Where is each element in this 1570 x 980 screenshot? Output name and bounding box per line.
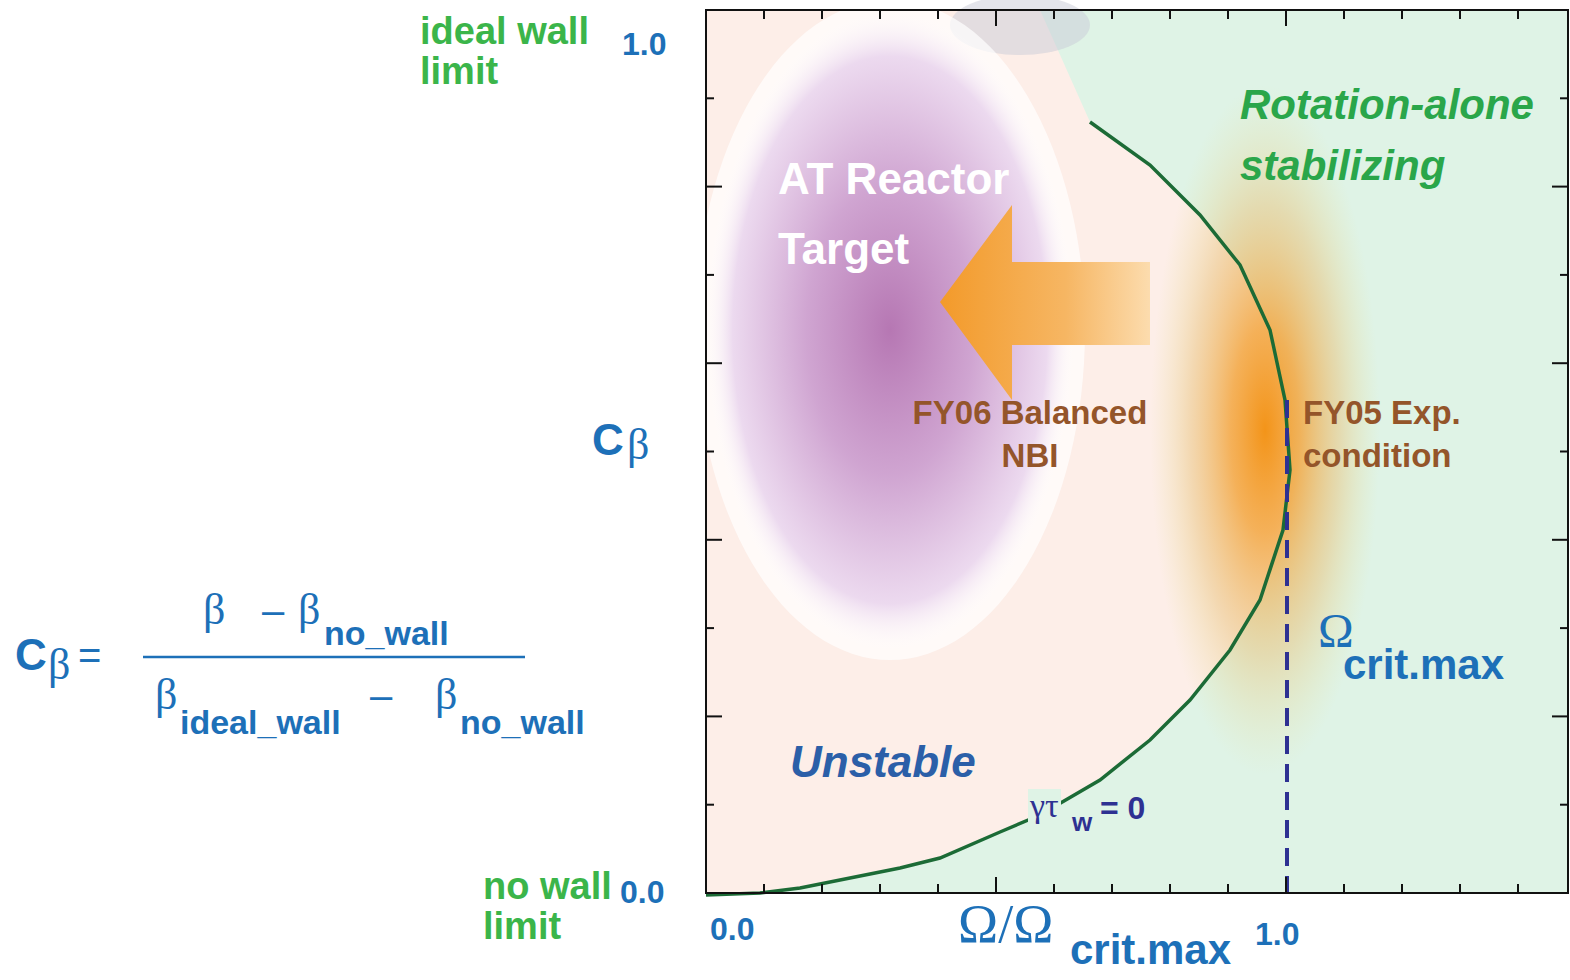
formula-symbol: β <box>435 673 457 717</box>
curve-label-subscript: w <box>1070 809 1094 835</box>
x-tick <box>1227 884 1229 893</box>
x-tick <box>1111 884 1113 893</box>
y-tick <box>706 539 722 541</box>
axis-title: Ω/Ω <box>958 897 1053 951</box>
y-tick <box>706 274 714 276</box>
axis-limit-note: ideal wall limit <box>420 12 610 92</box>
plot-frame <box>706 10 1568 893</box>
x-tick <box>1285 877 1287 893</box>
x-tick <box>937 10 939 19</box>
y-tick <box>1552 715 1568 717</box>
x-tick <box>1169 884 1171 893</box>
x-tick <box>1401 884 1403 893</box>
tick-label: 0.0 <box>620 876 664 908</box>
x-tick <box>1111 10 1113 19</box>
formula-symbol: β <box>155 673 177 717</box>
formula-operator: = <box>78 635 101 675</box>
axis-title-subscript: β <box>627 423 649 467</box>
formula-symbol: β <box>48 643 70 687</box>
x-tick <box>1517 884 1519 893</box>
x-tick <box>1343 10 1345 19</box>
x-tick <box>1401 10 1403 19</box>
y-tick <box>1560 804 1568 806</box>
y-tick <box>706 97 714 99</box>
formula-subscript: no_wall <box>324 616 449 650</box>
tick-label: 0.0 <box>710 913 754 945</box>
x-tick <box>1285 10 1287 26</box>
y-tick <box>706 186 722 188</box>
y-tick <box>706 451 714 453</box>
x-tick <box>821 10 823 19</box>
x-tick <box>1053 10 1055 19</box>
tick-label: 1.0 <box>622 28 666 60</box>
tick-label: 1.0 <box>1255 918 1299 950</box>
y-tick <box>1552 186 1568 188</box>
x-tick <box>879 10 881 19</box>
critical-rotation-subscript: crit.max <box>1343 644 1504 686</box>
formula-symbol: β <box>298 588 320 632</box>
y-tick <box>1560 274 1568 276</box>
fraction-bar <box>143 656 525 659</box>
x-tick <box>937 884 939 893</box>
x-tick <box>1053 884 1055 893</box>
formula-operator: – <box>370 675 392 715</box>
curve-label: = 0 <box>1098 792 1147 824</box>
formula-subscript: ideal_wall <box>180 705 341 739</box>
axis-limit-note: no wall limit <box>483 867 633 947</box>
x-tick <box>763 10 765 19</box>
x-tick <box>1169 10 1171 19</box>
formula-symbol: C <box>15 633 47 677</box>
arrow-label: FY06 Balanced NBI <box>905 392 1155 478</box>
balanced-nbi-arrow <box>940 205 1150 400</box>
x-tick <box>1459 884 1461 893</box>
x-tick <box>995 877 997 893</box>
region-label: AT Reactor Target <box>778 144 1053 285</box>
x-tick <box>1459 10 1461 19</box>
x-tick <box>821 884 823 893</box>
marginal-stability-curve <box>706 122 1290 895</box>
x-tick <box>1343 884 1345 893</box>
curve-label: γτ <box>1028 789 1061 823</box>
axis-title: C <box>592 418 624 462</box>
axis-ticks <box>706 10 1568 893</box>
y-tick <box>1552 362 1568 364</box>
x-tick <box>879 884 881 893</box>
y-tick <box>1560 627 1568 629</box>
region-label: Rotation-alone stabilizing <box>1240 75 1562 197</box>
y-tick <box>706 362 722 364</box>
region-label: FY05 Exp. condition <box>1303 392 1518 478</box>
axis-title-subscript: crit.max <box>1070 929 1231 971</box>
x-tick <box>763 884 765 893</box>
x-tick <box>1517 10 1519 19</box>
y-tick <box>706 627 714 629</box>
region-label: Unstable <box>790 740 976 784</box>
x-tick <box>1227 10 1229 19</box>
y-tick <box>1560 97 1568 99</box>
x-tick <box>995 10 997 26</box>
formula-symbol: β <box>203 588 225 632</box>
formula-operator: – <box>262 590 284 630</box>
critical-rotation-line <box>1285 400 1289 893</box>
y-tick <box>1560 451 1568 453</box>
formula-subscript: no_wall <box>460 705 585 739</box>
y-tick <box>706 804 714 806</box>
y-tick <box>706 715 722 717</box>
y-tick <box>1552 539 1568 541</box>
